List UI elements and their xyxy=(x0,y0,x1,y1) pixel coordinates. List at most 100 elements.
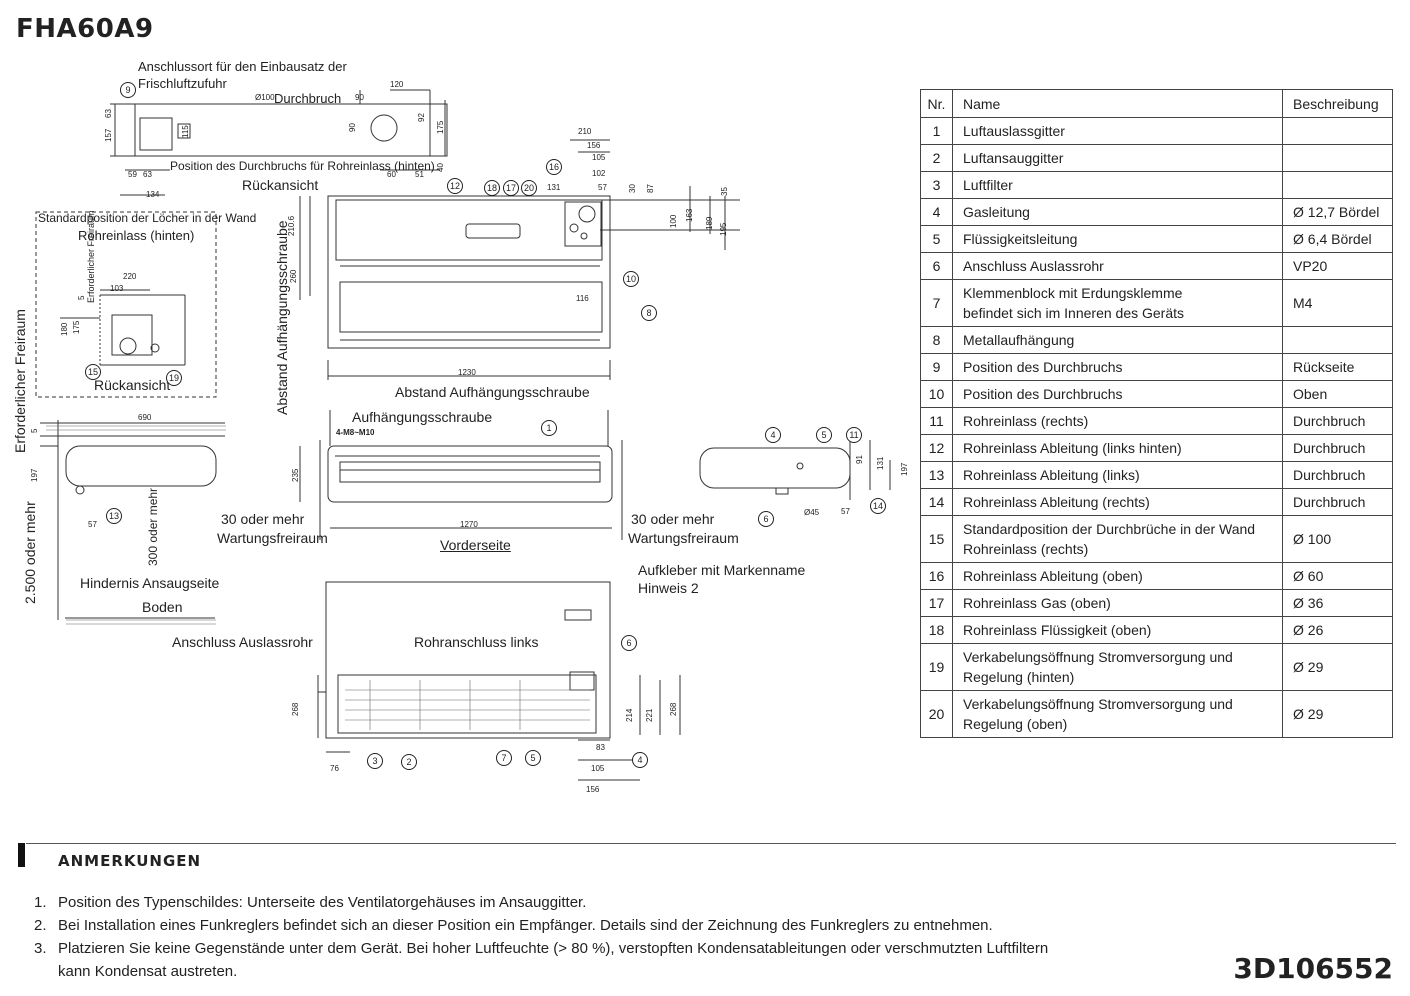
row-name: Luftfilter xyxy=(952,171,1283,199)
required-clearance-label: Erforderlicher Freiraum xyxy=(12,309,28,453)
floor-label: Boden xyxy=(142,599,183,615)
row-nr: 6 xyxy=(920,252,953,280)
dim-60: 60 xyxy=(387,170,396,179)
dim-197b: 197 xyxy=(900,462,909,476)
row-nr: 12 xyxy=(920,434,953,462)
dim-120: 120 xyxy=(390,80,404,89)
dim-115: 115 xyxy=(181,125,190,138)
drain-connection-label: Anschluss Auslassrohr xyxy=(172,634,313,650)
note-3: 3. Platzieren Sie keine Gegenstände unter… xyxy=(34,940,1048,957)
callout-17: 17 xyxy=(503,180,519,196)
dim-92: 92 xyxy=(417,113,426,122)
dim-690: 690 xyxy=(138,413,152,422)
suspension-distance-label: Abstand Aufhängungsschraube xyxy=(395,384,590,400)
row-desc xyxy=(1282,171,1393,199)
callout-20: 20 xyxy=(521,180,537,196)
notes-marker xyxy=(18,843,25,867)
row-name-line1: Verkabelungsöffnung Stromversorgung und xyxy=(963,696,1233,712)
required-clearance-small-label: Erforderlicher Freiraum xyxy=(86,210,96,303)
note-3-number: 3. xyxy=(34,940,47,957)
dim-156b: 156 xyxy=(586,785,600,794)
row-desc xyxy=(1282,326,1393,354)
row-name: Rohreinlass Ableitung (links hinten) xyxy=(952,434,1283,462)
dim-45: Ø45 xyxy=(804,508,820,517)
callout-13: 13 xyxy=(106,508,122,524)
row-nr: 8 xyxy=(920,326,953,354)
rear-pipe-position-label: Position des Durchbruchs für Rohreinlass… xyxy=(170,159,435,173)
dim-210-6: 210.6 xyxy=(287,215,296,236)
dim-1270: 1270 xyxy=(460,520,478,529)
callout-16: 16 xyxy=(546,159,562,175)
row-desc: Ø 100 xyxy=(1282,515,1393,563)
bolt-spec-label: 4-M8~M10 xyxy=(336,428,375,437)
row-name: Rohreinlass Ableitung (oben) xyxy=(952,562,1283,590)
note-1: 1. Position des Typenschildes: Unterseite… xyxy=(34,894,586,911)
row-nr: 3 xyxy=(920,171,953,199)
dim-210: 210 xyxy=(578,127,592,136)
callout-5-side: 5 xyxy=(816,427,832,443)
dim-268: 268 xyxy=(291,702,300,716)
dim-51: 51 xyxy=(415,170,424,179)
hole-dia-label: Ø100 xyxy=(255,93,275,102)
dim-40: 40 xyxy=(436,163,445,172)
note-1-number: 1. xyxy=(34,894,47,911)
row-name-line2: befindet sich im Inneren des Geräts xyxy=(963,305,1185,321)
note-3-text: Platzieren Sie keine Gegenstände unter d… xyxy=(58,940,1049,957)
row-desc: Ø 29 xyxy=(1282,690,1393,738)
row-desc: Ø 36 xyxy=(1282,589,1393,617)
row-nr: 7 xyxy=(920,279,953,327)
dim-59: 59 xyxy=(128,170,137,179)
dim-35: 35 xyxy=(720,187,729,196)
callout-10: 10 xyxy=(623,271,639,287)
row-desc: Ø 26 xyxy=(1282,616,1393,644)
callout-19: 19 xyxy=(166,370,182,386)
dim-87: 87 xyxy=(646,184,655,193)
row-name: Luftauslassgitter xyxy=(952,117,1283,145)
row-nr: 16 xyxy=(920,562,953,590)
dim-157: 157 xyxy=(104,128,113,142)
dim-175b: 175 xyxy=(72,320,81,334)
callout-14: 14 xyxy=(870,498,886,514)
row-nr: 9 xyxy=(920,353,953,381)
dim-105: 105 xyxy=(592,153,606,162)
row-nr: 2 xyxy=(920,144,953,172)
row-nr: 4 xyxy=(920,198,953,226)
row-name-line1: Klemmenblock mit Erdungsklemme xyxy=(963,285,1183,301)
callout-11: 11 xyxy=(846,427,862,443)
dim-91: 91 xyxy=(855,455,864,464)
dim-197: 197 xyxy=(30,468,39,482)
row-name: Rohreinlass Gas (oben) xyxy=(952,589,1283,617)
row-name-line1: Standardposition der Durchbrüche in der … xyxy=(963,521,1256,537)
row-desc: Ø 12,7 Bördel xyxy=(1282,198,1393,226)
dim-131b: 131 xyxy=(876,456,885,470)
brand-sticker-label: Aufkleber mit Markenname xyxy=(638,562,806,578)
std-wall-holes-label: Standardposition der Löcher in der Wand xyxy=(38,211,257,225)
dim-76: 76 xyxy=(330,764,339,773)
document-code: 3D106552 xyxy=(1233,952,1393,985)
note-1-text: Position des Typenschildes: Unterseite d… xyxy=(58,894,587,911)
row-name: Position des Durchbruchs xyxy=(952,380,1283,408)
row-name: Rohreinlass Ableitung (rechts) xyxy=(952,488,1283,516)
dim-63b: 63 xyxy=(143,170,152,179)
row-name: Klemmenblock mit Erdungsklemme befindet s… xyxy=(952,279,1283,327)
rear-connection-label-2: Frischluftzufuhr xyxy=(138,76,227,91)
dim-90b: 90 xyxy=(348,123,357,132)
obstacle-label: Hindernis Ansaugseite xyxy=(80,575,220,591)
header-name: Name xyxy=(952,89,1283,118)
row-nr: 1 xyxy=(920,117,953,145)
row-name: Position des Durchbruchs xyxy=(952,353,1283,381)
table-header-row: Nr. Name Beschreibung xyxy=(920,89,1393,118)
dim-100: 100 xyxy=(669,214,678,228)
model-title: FHA60A9 xyxy=(16,14,154,44)
dim-57: 57 xyxy=(598,183,607,192)
